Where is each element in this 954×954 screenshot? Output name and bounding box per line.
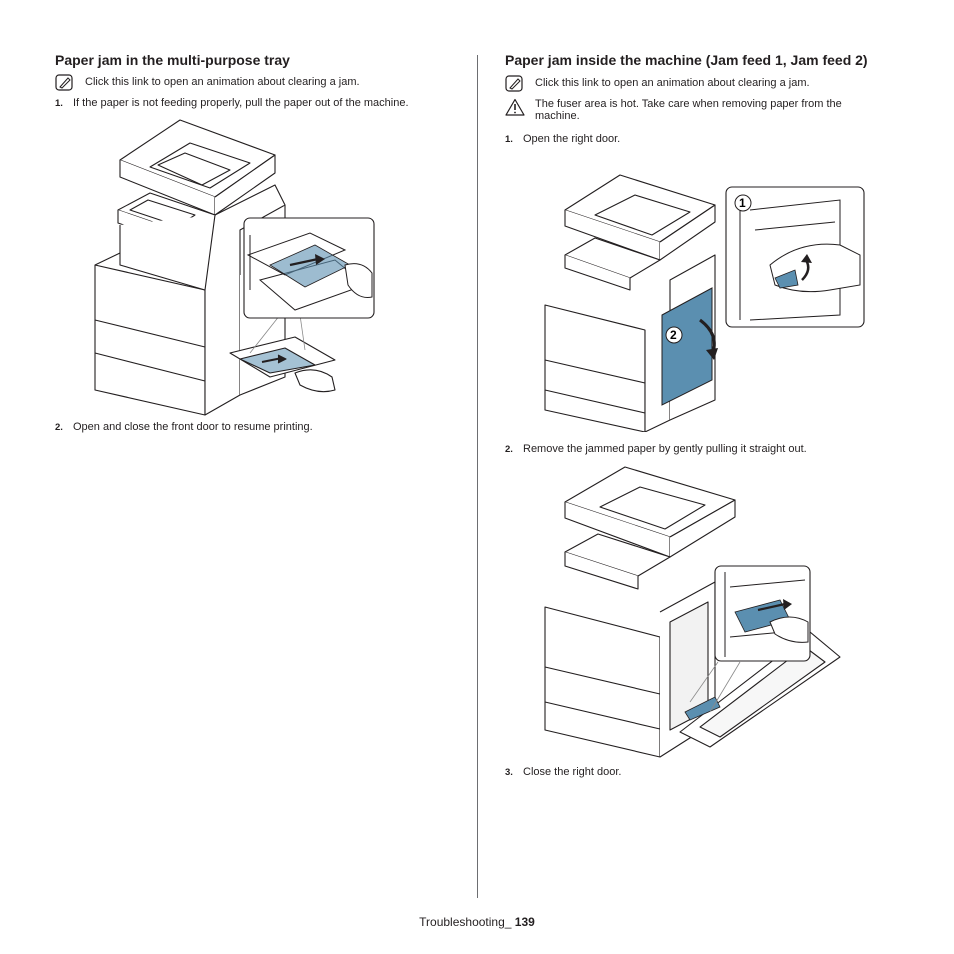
step-number: 2. — [505, 444, 513, 455]
note-text: Click this link to open an animation abo… — [85, 76, 360, 88]
warning-text: The fuser area is hot. Take care when re… — [535, 98, 842, 122]
page-footer: Troubleshooting_ 139 — [0, 915, 954, 929]
animation-note[interactable]: Click this link to open an animation abo… — [55, 74, 455, 92]
column-divider — [477, 55, 478, 898]
step-text: If the paper is not feeding properly, pu… — [73, 97, 409, 109]
step-number: 1. — [55, 98, 63, 109]
animation-note[interactable]: Click this link to open an animation abo… — [505, 75, 905, 93]
note-pencil-icon — [55, 74, 73, 91]
note-text: Click this link to open an animation abo… — [535, 77, 810, 89]
footer-section-label: Troubleshooting_ — [419, 915, 512, 929]
warning-triangle-icon — [505, 98, 525, 116]
section-heading-internal-jam: Paper jam inside the machine (Jam feed 1… — [505, 52, 868, 68]
step-2-right: 2. Remove the jammed paper by gently pull… — [505, 443, 807, 456]
step-2-left: 2. Open and close the front door to resum… — [55, 421, 313, 434]
hot-warning: The fuser area is hot. Take care when re… — [505, 98, 905, 122]
callout-1: 1 — [739, 196, 746, 210]
step-3-right: 3. Close the right door. — [505, 766, 621, 779]
step-number: 1. — [505, 134, 513, 145]
step-text: Open the right door. — [523, 133, 621, 145]
note-pencil-icon — [505, 75, 523, 92]
open-right-door-illustration: 2 1 — [544, 174, 865, 432]
step-text: Remove the jammed paper by gently pullin… — [523, 443, 807, 455]
step-1-right: 1. Open the right door. — [505, 133, 905, 146]
remove-jammed-paper-illustration — [544, 466, 841, 758]
step-number: 2. — [55, 422, 63, 433]
page-number: 139 — [514, 915, 535, 929]
step-number: 3. — [505, 767, 513, 778]
step-text: Close the right door. — [523, 766, 622, 778]
right-column: Paper jam inside the machine (Jam feed 1… — [505, 52, 905, 146]
step-1: 1. If the paper is not feeding properly, … — [55, 97, 455, 110]
mp-tray-jam-illustration — [94, 119, 375, 416]
callout-2: 2 — [670, 328, 677, 342]
section-heading-mp-tray: Paper jam in the multi-purpose tray — [55, 52, 290, 68]
left-column: Paper jam in the multi-purpose tray Clic… — [55, 52, 455, 110]
step-text: Open and close the front door to resume … — [73, 421, 313, 433]
